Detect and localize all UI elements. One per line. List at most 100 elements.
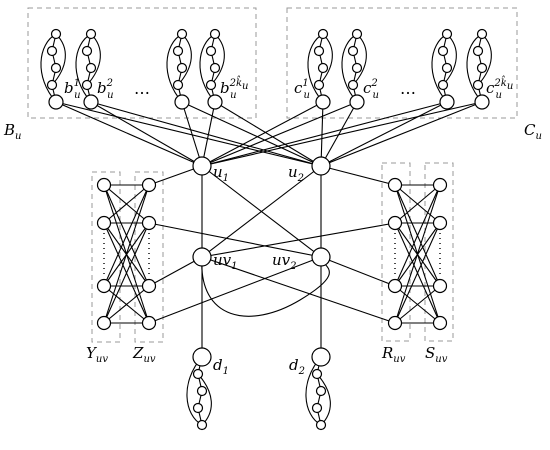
label-S-base: S [425,344,435,362]
edge-c-u1 [201,101,324,167]
gadget-d2-node [311,368,323,380]
gadget-c2-node [347,45,359,57]
node-uv1 [192,247,212,267]
gadget-b1-node [50,28,62,40]
edge-b-u1 [55,101,203,167]
edge-R-S [394,184,441,287]
label-B-sub: u [15,131,21,142]
label-d1: d1 [213,356,229,377]
gadget-b3-arc-outer [166,33,183,103]
gadget-c2-node [351,62,363,74]
gadget-b2-node [81,45,93,57]
label-u1-sub: 1 [223,173,229,184]
label-d1-base: d [213,356,223,374]
gadget-b2-arc-outer [75,33,92,103]
node-Y [96,215,112,231]
gadget-c4-base-node [474,94,490,110]
gadget-c4-node [472,45,484,57]
gadget-c4-node [476,28,488,40]
edge-Y-Z [103,285,150,324]
label-b1-base: b [64,79,74,97]
edge-uv1-uv2-curve [201,256,330,317]
gadget-b2-base-node [83,94,99,110]
edge-Y-Z [103,222,150,324]
label-bk-base: b [220,79,230,97]
gadget-b1-node [50,62,62,74]
edge-Y-Z [103,184,150,324]
gadget-c2-base-node [349,94,365,110]
label-c2-sup: 2 [370,78,377,89]
gadget-b3-node [172,79,184,91]
node-u2 [311,156,331,176]
label-ck-supsub: u [507,81,513,92]
label-C-sub: u [535,131,541,142]
node-d1 [192,347,212,367]
gadget-d2-node [315,385,327,397]
edge-b-u1 [181,101,203,167]
label-R-base: R [381,344,393,362]
node-Z [141,177,157,193]
edge-Z-uv1 [148,256,203,287]
gadget-d2-node [311,402,323,414]
label-b1-sup: 1 [74,78,80,89]
edge-c-u1 [201,101,358,167]
gadget-c4-arc-outer [466,33,483,103]
label-u2-base: u [288,163,298,181]
label-b1-sub: u [74,90,80,101]
label-Z-base: Z [132,344,144,362]
label-c2-sub: u [373,90,379,101]
edge-b-u2 [90,101,322,167]
label-c1-base: c [294,79,303,97]
gadget-c2-node [347,79,359,91]
edge-Z-uv2 [148,222,322,258]
gadget-b3-base-node [174,94,190,110]
edge-b-u1 [90,101,203,167]
box-Z [134,171,164,343]
label-u2-sub: 2 [297,173,304,184]
gadget-c3-base-node [439,94,455,110]
node-R [387,177,403,193]
edge-c-u2 [320,101,448,167]
gadget-c1-node [313,45,325,57]
label-bk-sup: 2k̂ [229,76,242,89]
edge-c-u2 [320,101,483,167]
edge-Z-uv2b [148,256,322,324]
label-b2-base: b [97,79,107,97]
gadget-b3-node [176,62,188,74]
label-uv1-sub: 1 [231,261,237,272]
box-B [27,7,257,119]
gadget-d1-node [196,419,208,431]
node-R [387,315,403,331]
gadget-d2-arc-outer [305,356,322,426]
edge-c-u2 [320,101,324,167]
label-ck-base: c [486,79,495,97]
gadget-d1-node [192,402,204,414]
label-c2-base: c [363,79,372,97]
node-Y [96,315,112,331]
node-R [387,215,403,231]
edge-R-uv2 [320,256,396,287]
label-uv1-base: uv [213,251,232,269]
label-bk-supsub: u [242,81,248,92]
box-Y [91,171,121,343]
ellipsis-c: … [400,79,416,98]
edge-Y-Z [103,184,150,287]
gadget-c3-arc-outer [431,33,448,103]
node-Z [141,315,157,331]
gadget-b1-base-node [48,94,64,110]
edge-c-u1 [201,101,448,167]
nodes [46,28,490,431]
label-bk-sub: u [230,90,236,101]
edge-b-u2 [214,101,322,167]
edge-c-u1 [201,101,483,167]
box-C [286,7,518,119]
gadget-b4-node [209,28,221,40]
gadget-b4-node [205,45,217,57]
label-Z-sub: uv [143,354,155,365]
node-u1 [192,156,212,176]
label-Y-base: Y [86,344,98,362]
